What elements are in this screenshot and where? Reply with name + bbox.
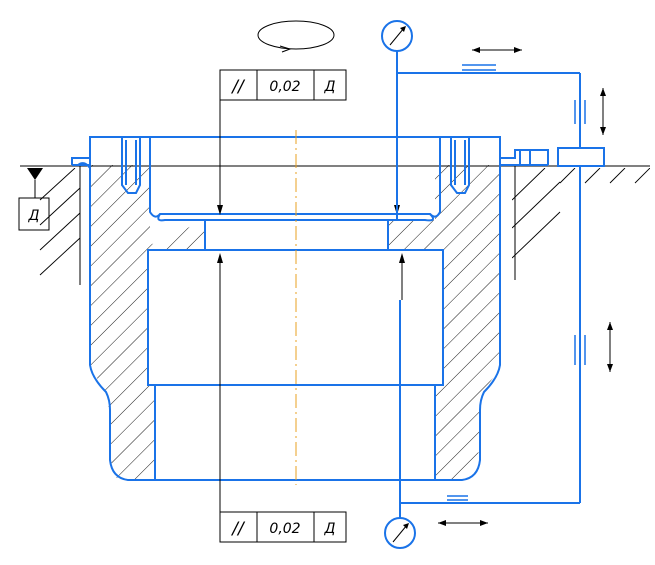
tolerance-leaders xyxy=(217,100,405,512)
datum-triangle-icon xyxy=(27,168,43,180)
part-outline xyxy=(71,136,549,481)
tolerance-top-symbol: // xyxy=(230,77,246,97)
tolerance-frame-bottom: // 0,02 Д xyxy=(219,511,347,543)
datum-marker: Д xyxy=(18,168,50,231)
dial-indicator-icon xyxy=(384,517,416,549)
rotation-ellipse-icon xyxy=(257,20,335,53)
tolerance-bottom-datum: Д xyxy=(324,521,336,537)
movement-arrow-icon xyxy=(438,47,613,526)
tolerance-bottom-symbol: // xyxy=(230,519,246,539)
left-ground-hatching xyxy=(39,168,81,276)
datum-marker-letter: Д xyxy=(28,208,40,224)
tolerance-frame-top: // 0,02 Д xyxy=(219,69,347,101)
measurement-rig xyxy=(381,20,605,549)
left-wall-hatching xyxy=(90,165,205,480)
dial-indicator-icon xyxy=(381,20,413,52)
tolerance-top-datum: Д xyxy=(324,79,336,95)
tolerance-top-value: 0,02 xyxy=(269,79,300,95)
right-ground-hatching xyxy=(512,168,650,259)
tolerance-bottom-value: 0,02 xyxy=(269,521,300,537)
guide-symbol-icon xyxy=(447,64,586,501)
